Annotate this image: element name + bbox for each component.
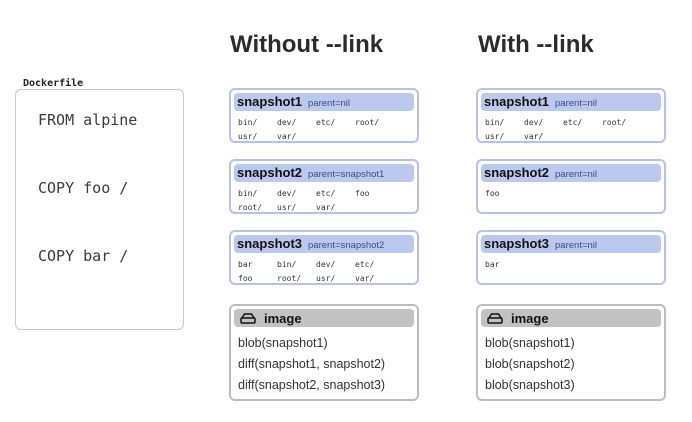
snapshot-parent: parent=snapshot2 [308, 240, 385, 251]
snapshot-file-entry: var/ [355, 274, 375, 283]
image-layer-list: blob(snapshot1) diff(snapshot1, snapshot… [238, 333, 413, 396]
snapshot-name: snapshot2 [484, 165, 550, 180]
snapshot-parent: parent=nil [555, 169, 598, 180]
image-layer-line: blob(snapshot3) [485, 378, 575, 392]
snapshot-header: snapshot2 parent=nil [481, 164, 661, 182]
snapshot-file-entry: usr/ [238, 132, 258, 141]
heading-without-link: Without --link [230, 31, 384, 58]
snapshot-header: snapshot2 parent=snapshot1 [234, 164, 414, 182]
snapshot-file-row: usr/var/ [485, 130, 660, 144]
image-layer-line: blob(snapshot1) [485, 336, 575, 350]
snapshot-card: snapshot2 parent=nil foo [476, 159, 666, 214]
snapshot-header: snapshot3 parent=snapshot2 [234, 235, 414, 253]
snapshot-file-row: foo [485, 187, 660, 201]
image-card: image blob(snapshot1) diff(snapshot1, sn… [229, 304, 419, 401]
image-card: image blob(snapshot1) blob(snapshot2) bl… [476, 304, 666, 401]
snapshot-file-entry: var/ [277, 132, 297, 141]
image-layer-line: diff(snapshot1, snapshot2) [238, 357, 386, 371]
snapshot-card: snapshot3 parent=nil bar [476, 230, 666, 285]
snapshot-name: snapshot1 [484, 94, 550, 109]
snapshot-file-row: bin/dev/etc/foo [238, 187, 413, 201]
snapshot-file-entry: root/ [277, 274, 302, 283]
snapshot-file-list: bar bin/dev/etc/foo root/usr/var/ [238, 258, 413, 286]
snapshot-card: snapshot1 parent=nil bin/dev/etc/root/us… [476, 88, 666, 143]
dockerfile-line-copy-bar: COPY bar / [38, 247, 129, 265]
dockerfile-label: Dockerfile [23, 78, 84, 89]
snapshot-file-entry: etc/ [316, 189, 336, 198]
snapshot-card: snapshot3 parent=snapshot2 bar bin/dev/et… [229, 230, 419, 285]
image-layer-line: blob(snapshot1) [238, 336, 328, 350]
snapshot-file-row: bin/dev/etc/root/ [485, 116, 660, 130]
snapshot-name: snapshot2 [237, 165, 303, 180]
snapshot-file-row: bar bin/dev/etc/ [238, 258, 413, 272]
snapshot-file-entry: root/ [238, 203, 263, 212]
snapshot-file-entry: usr/ [277, 203, 297, 212]
snapshot-file-entry: bin/ [277, 260, 297, 269]
snapshot-header: snapshot1 parent=nil [234, 93, 414, 111]
snapshot-header: snapshot1 parent=nil [481, 93, 661, 111]
snapshot-file-entry: root/ [355, 118, 380, 127]
snapshot-file-row: root/usr/var/ [238, 201, 413, 215]
dockerfile-box: FROM alpine COPY foo / COPY bar / [15, 89, 184, 330]
snapshot-header: snapshot3 parent=nil [481, 235, 661, 253]
snapshot-file-row: usr/var/ [238, 130, 413, 144]
snapshot-file-entry: foo [355, 189, 370, 198]
snapshot-name: snapshot1 [237, 94, 303, 109]
snapshot-file-entry: bar [238, 260, 253, 269]
snapshot-file-entry: bin/ [238, 118, 258, 127]
snapshot-name: snapshot3 [237, 236, 303, 251]
snapshot-file-row: foo root/usr/var/ [238, 272, 413, 286]
snapshot-file-list: bin/dev/etc/root/usr/var/ [238, 116, 413, 144]
snapshot-file-entry: dev/ [316, 260, 336, 269]
snapshot-file-row: bar [485, 258, 660, 272]
snapshot-file-entry: var/ [524, 132, 544, 141]
snapshot-card: snapshot2 parent=snapshot1 bin/dev/etc/f… [229, 159, 419, 214]
snapshot-file-entry: foo [238, 274, 253, 283]
snapshot-file-list: bar [485, 258, 660, 272]
snapshot-file-entry: foo [485, 189, 500, 198]
image-layer-line: blob(snapshot2) [485, 357, 575, 371]
snapshot-file-entry: bin/ [238, 189, 258, 198]
snapshot-file-list: foo [485, 187, 660, 201]
image-title: image [264, 310, 302, 326]
dockerfile-line-copy-foo: COPY foo / [38, 179, 129, 197]
snapshot-name: snapshot3 [484, 236, 550, 251]
snapshot-file-entry: etc/ [316, 118, 336, 127]
heading-with-link: With --link [478, 31, 594, 58]
snapshot-file-entry: usr/ [485, 132, 505, 141]
snapshot-file-entry: etc/ [355, 260, 375, 269]
snapshot-file-entry: bar [485, 260, 500, 269]
snapshot-file-entry: etc/ [563, 118, 583, 127]
snapshot-parent: parent=nil [555, 240, 598, 251]
disk-icon [487, 312, 503, 324]
image-layer-list: blob(snapshot1) blob(snapshot2) blob(sna… [485, 333, 660, 396]
image-layer-line: diff(snapshot2, snapshot3) [238, 378, 386, 392]
snapshot-file-row: bin/dev/etc/root/ [238, 116, 413, 130]
snapshot-file-entry: dev/ [277, 118, 297, 127]
snapshot-file-entry: bin/ [485, 118, 505, 127]
snapshot-file-entry: dev/ [524, 118, 544, 127]
snapshot-file-list: bin/dev/etc/root/usr/var/ [485, 116, 660, 144]
snapshot-file-entry: root/ [602, 118, 627, 127]
snapshot-parent: parent=snapshot1 [308, 169, 385, 180]
dockerfile-line-from: FROM alpine [38, 111, 138, 129]
snapshot-file-entry: dev/ [277, 189, 297, 198]
disk-icon [240, 312, 256, 324]
snapshot-parent: parent=nil [308, 98, 351, 109]
image-header: image [234, 309, 414, 327]
snapshot-card: snapshot1 parent=nil bin/dev/etc/root/us… [229, 88, 419, 143]
snapshot-parent: parent=nil [555, 98, 598, 109]
snapshot-file-entry: usr/ [316, 274, 336, 283]
image-title: image [511, 310, 549, 326]
image-header: image [481, 309, 661, 327]
snapshot-file-entry: var/ [316, 203, 336, 212]
